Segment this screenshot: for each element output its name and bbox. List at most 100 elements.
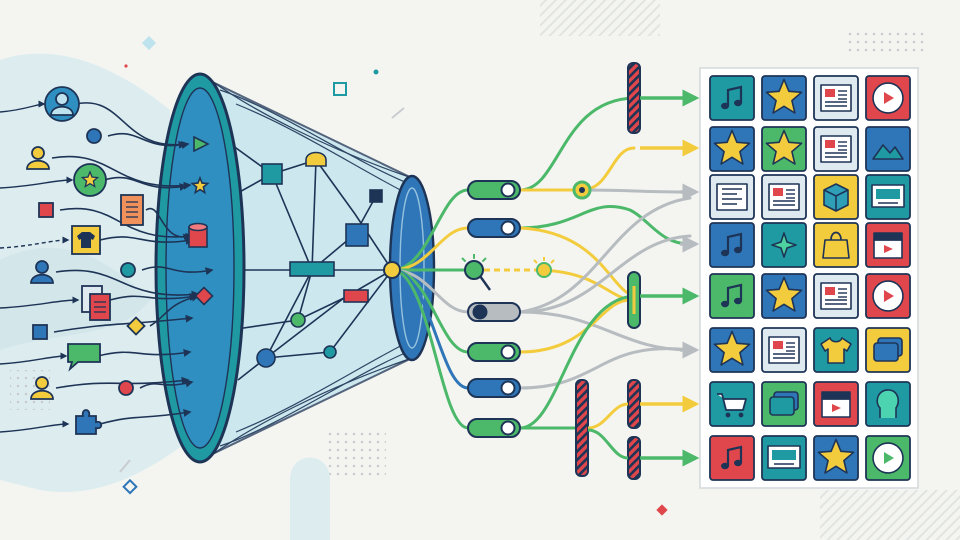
switch-off-4	[467, 302, 521, 322]
documents-icon	[81, 285, 111, 321]
source-link	[149, 293, 200, 327]
filter-gate-striped-5	[627, 436, 641, 480]
article-icon	[768, 336, 800, 364]
user-icon	[30, 260, 54, 284]
sparkle-dot-1	[373, 69, 379, 75]
sparkle-diamond-3	[656, 504, 668, 516]
source-document-6	[120, 194, 192, 242]
content-tile-cards	[761, 381, 807, 427]
network-node-small	[369, 189, 383, 203]
dot-icon	[120, 262, 136, 278]
content-tile-article	[761, 174, 807, 220]
source-node-12	[126, 293, 200, 336]
inlet-triangle-icon	[193, 135, 210, 153]
square-icon	[32, 324, 48, 340]
dot-grid-top	[848, 28, 928, 54]
network-node-green	[290, 312, 306, 328]
content-tile-screen	[761, 435, 807, 481]
image-icon	[872, 144, 904, 160]
flow-line	[587, 402, 629, 430]
content-tile-screen	[865, 174, 911, 220]
network-node-blue-dot	[256, 348, 276, 368]
user-icon	[44, 86, 80, 122]
sparkle-diamond-2	[122, 478, 138, 495]
puzzle-icon	[75, 409, 103, 435]
content-tile-cart	[709, 381, 755, 427]
diamond-icon	[126, 316, 146, 336]
backdrop-arch	[290, 457, 330, 540]
content-tile-play	[865, 273, 911, 319]
junction-node	[579, 187, 585, 193]
network-node-red	[343, 289, 369, 303]
source-link	[75, 102, 187, 149]
content-tile-music	[709, 273, 755, 319]
content-tile-article	[761, 327, 807, 373]
source-inflow	[0, 352, 68, 365]
source-node-2	[86, 128, 190, 150]
content-tile-clapper	[865, 222, 911, 268]
sparkle-slash-2	[119, 459, 131, 473]
content-tile-music	[709, 222, 755, 268]
switch-on-1	[467, 180, 521, 200]
content-tile-box	[813, 174, 859, 220]
tile-background	[709, 435, 755, 481]
source-link	[97, 348, 192, 357]
switch-knob	[500, 420, 516, 436]
user-icon	[26, 146, 50, 170]
star-icon	[713, 129, 751, 165]
article-icon	[768, 183, 800, 211]
source-link	[53, 314, 194, 333]
inlet-cylinder-icon	[188, 222, 208, 248]
switch-on-2	[467, 218, 521, 238]
source-user-9	[30, 260, 200, 299]
source-documents-10	[0, 285, 198, 321]
inlet-diamond-icon	[194, 286, 214, 306]
dot-icon	[118, 380, 134, 396]
flow-line	[587, 428, 629, 460]
content-tile-article	[813, 75, 859, 121]
source-link	[139, 379, 194, 389]
inlet-star-icon	[190, 175, 210, 195]
result-arrows	[640, 89, 700, 467]
source-node-15	[118, 379, 194, 396]
bulb-icon	[464, 260, 484, 280]
source-inflow	[0, 100, 46, 113]
bag-icon	[822, 231, 850, 259]
switch-knob	[500, 220, 516, 236]
source-link	[109, 293, 198, 301]
content-tile-article	[813, 273, 859, 319]
tile-background	[709, 273, 755, 319]
funnel-inlets	[188, 135, 214, 306]
flow-line	[518, 196, 692, 314]
content-tile-bag	[813, 222, 859, 268]
source-link	[51, 155, 192, 190]
flow-line	[518, 310, 692, 352]
switch-bulb-3	[461, 254, 555, 291]
music-icon	[721, 85, 743, 110]
source-link	[55, 376, 190, 389]
content-grid	[699, 67, 919, 489]
network-node-bar	[289, 261, 335, 277]
shirt-icon	[820, 337, 852, 364]
funnel	[154, 72, 436, 464]
star-icon	[817, 438, 855, 474]
input-sources	[0, 86, 214, 435]
star-icon	[713, 330, 751, 366]
funnel-ribs	[204, 75, 413, 461]
star-icon	[765, 276, 803, 312]
network-node-teal-dot	[323, 345, 337, 359]
flow-line	[390, 268, 470, 430]
content-tile-cards	[865, 327, 911, 373]
content-tile-article	[813, 126, 859, 172]
play-icon	[872, 280, 904, 312]
content-tile-star	[709, 327, 755, 373]
source-link	[141, 266, 214, 276]
sparkle-square-1	[333, 82, 347, 96]
switch-knob	[500, 344, 516, 360]
source-inflow	[0, 176, 74, 189]
flow-line	[518, 204, 692, 246]
content-tile-star	[709, 126, 755, 172]
filter-gate-striped-1	[627, 62, 641, 134]
